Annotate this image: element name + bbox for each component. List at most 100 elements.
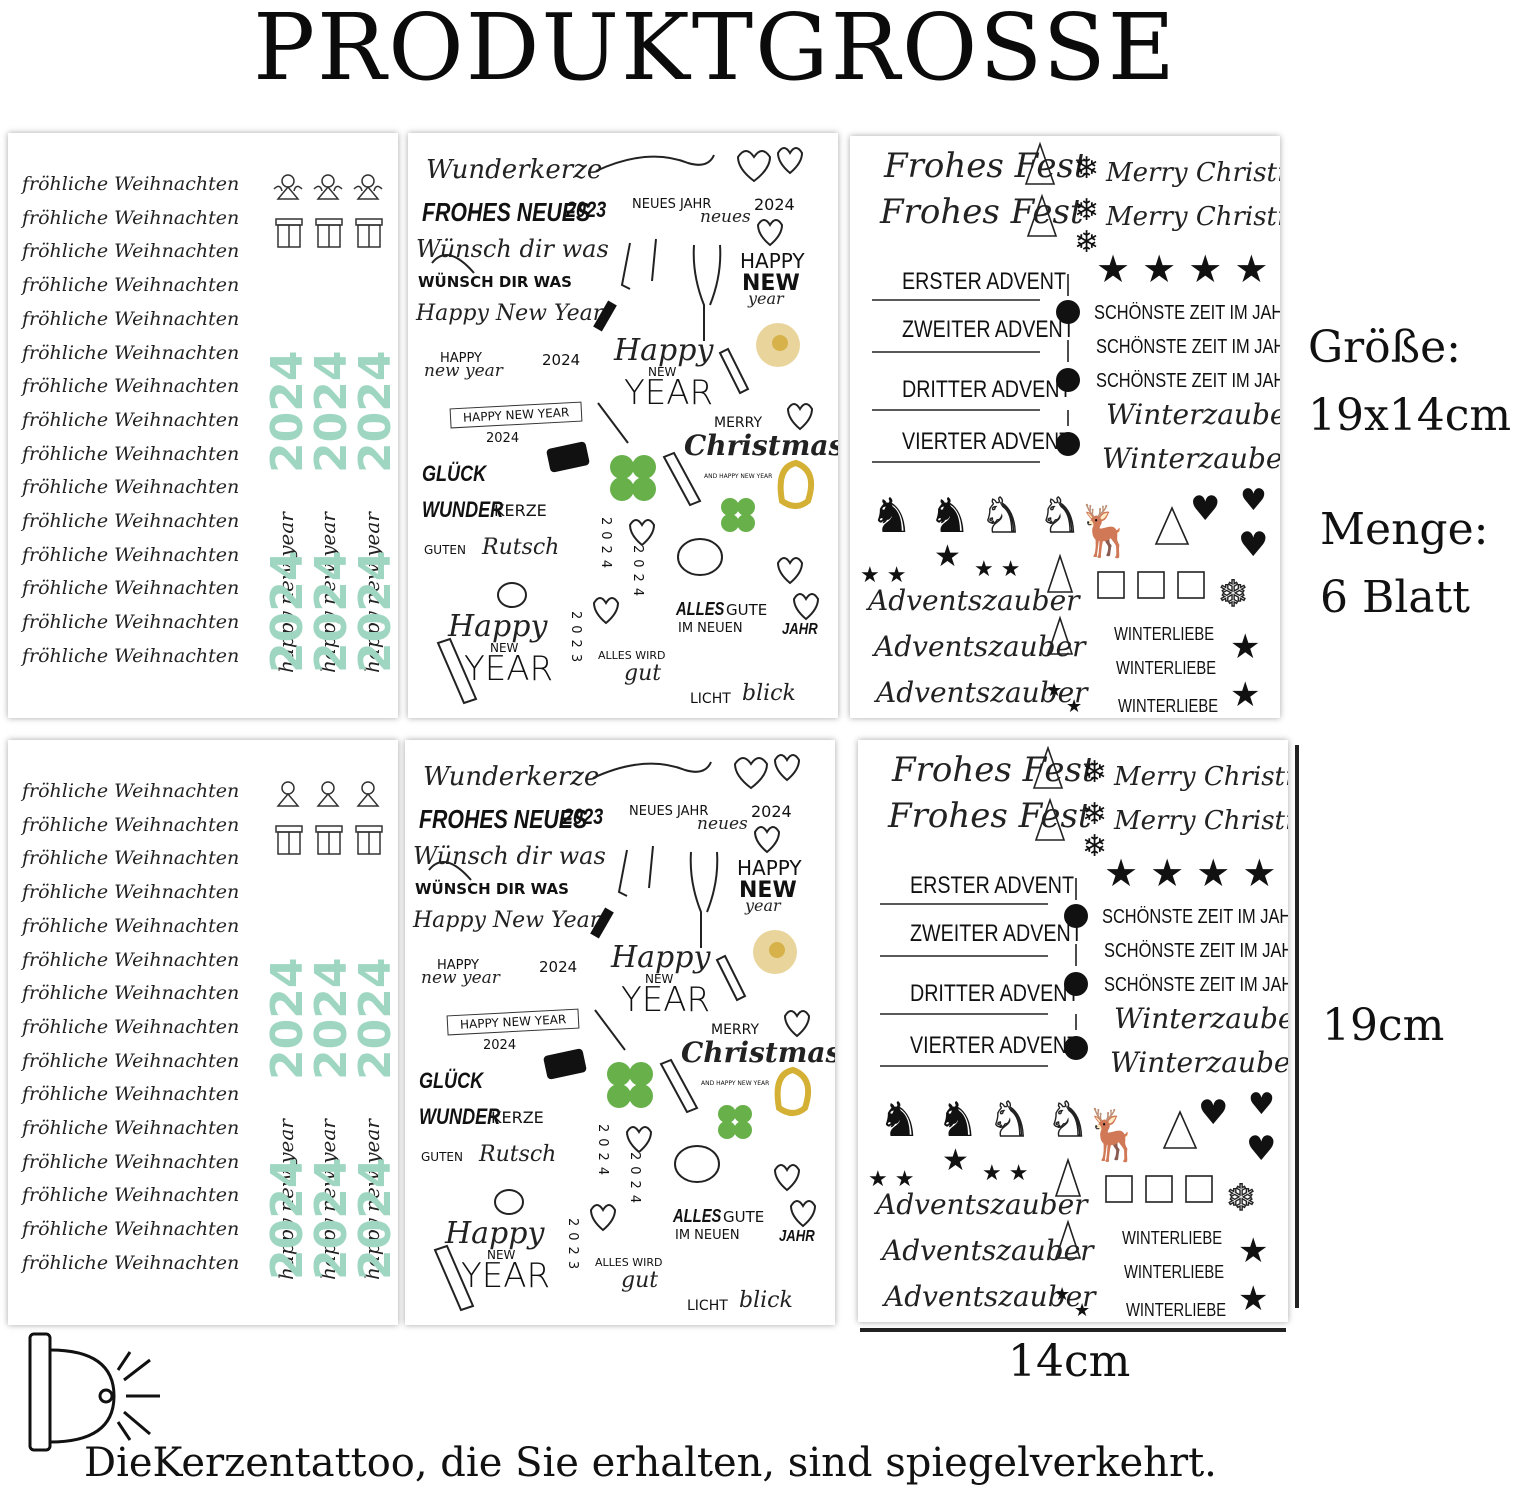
year-2024-b: 2024 xyxy=(539,958,578,976)
neues-jahr: NEUES JAHR xyxy=(629,804,709,819)
svg-text:★: ★ xyxy=(1230,675,1260,715)
kerze: KERZE xyxy=(491,1108,544,1127)
svg-text:❄: ❄ xyxy=(1218,574,1248,615)
happy-label: HAPPY xyxy=(737,856,802,880)
gut: gut xyxy=(624,661,662,686)
jahr: JAHR xyxy=(779,1228,815,1245)
winterliebe: WINTERLIEBE xyxy=(1114,624,1215,644)
sticker-line: fröhliche Weihnachten xyxy=(22,476,240,499)
sticker-line: fröhliche Weihnachten xyxy=(22,1015,240,1038)
year-2024-b: 2024 xyxy=(542,351,581,369)
sticker-line: fröhliche Weihnachten xyxy=(22,206,240,229)
svg-text:★ ★: ★ ★ xyxy=(982,1161,1028,1186)
guten: GUTEN xyxy=(424,543,466,557)
size-value: 19x14cm xyxy=(1308,390,1512,441)
svg-text:★ ★ ★ ★: ★ ★ ★ ★ xyxy=(1104,851,1277,895)
sticker-line: fröhliche Weihnachten xyxy=(22,644,240,667)
sticker-line: fröhliche Weihnachten xyxy=(22,813,240,836)
winterliebe: WINTERLIEBE xyxy=(1118,696,1219,716)
merry-christmas: Merry Christmas xyxy=(1114,762,1288,792)
alles: ALLES xyxy=(673,1206,722,1226)
schoenste-zeit: SCHÖNSTE ZEIT IM JAHR xyxy=(1096,370,1280,392)
christmas: Christmas xyxy=(681,1036,835,1069)
im-neuen: IM NEUEN xyxy=(678,621,743,636)
schoenste-zeit: SCHÖNSTE ZEIT IM JAHR xyxy=(1094,302,1280,324)
sticker-line: fröhliche Weihnachten xyxy=(22,1117,240,1139)
svg-text:★: ★ xyxy=(1066,696,1082,717)
rutsch: Rutsch xyxy=(482,535,560,560)
year-2024-c: 2024 xyxy=(486,431,520,446)
wunsch-dir-was-script: Wünsch dir was xyxy=(413,842,606,870)
happy-small: HAPPY xyxy=(437,958,480,973)
sticker-line: fröhliche Weihnachten xyxy=(22,442,240,465)
advent-label: ERSTER ADVENT xyxy=(902,268,1067,295)
page-title: PRODUKTGROSSE xyxy=(253,0,1177,101)
happy-new-year-script: Happy New Year! xyxy=(413,908,610,933)
sticker-line: fröhliche Weihnachten xyxy=(22,543,240,566)
sticker-line: fröhliche Weihnachten xyxy=(22,1251,240,1274)
advent-label: VIERTER ADVENT xyxy=(910,1032,1080,1059)
vertical-2024: 2024 xyxy=(630,545,645,603)
vertical-2024: 2024 xyxy=(598,517,613,575)
merry-christmas: Merry Christmas xyxy=(1114,806,1288,836)
mirror-light-icon xyxy=(28,1332,160,1452)
new-caps-2: NEW xyxy=(490,641,519,655)
alles-wird: ALLES WIRD xyxy=(598,649,666,662)
frohes-fest: Frohes Fest xyxy=(884,146,1088,186)
frohes-fest: Frohes Fest xyxy=(880,192,1084,232)
winterliebe: WINTERLIEBE xyxy=(1124,1262,1225,1282)
guten: GUTEN xyxy=(421,1150,463,1164)
width-dimension: 14cm xyxy=(1008,1336,1131,1387)
winterzauber: Winterzauber xyxy=(1114,1002,1288,1035)
adventszauber: Adventszauber xyxy=(884,1280,1096,1313)
svg-text:★: ★ xyxy=(1238,1231,1268,1271)
happy-label: HAPPY xyxy=(740,249,805,273)
year-2023: 2023 xyxy=(563,804,604,829)
sticker-line: fröhliche Weihnachten xyxy=(22,408,240,431)
advent-label: DRITTER ADVENT xyxy=(902,376,1072,403)
year-caps-2: YEAR xyxy=(461,1256,551,1296)
merry: MERRY xyxy=(711,1022,760,1038)
happy-script-2: Happy xyxy=(448,609,548,644)
schoenste-zeit: SCHÖNSTE ZEIT IM JAHR xyxy=(1104,974,1288,996)
frohes-neues: FROHES NEUES xyxy=(419,804,588,834)
svg-text:❄: ❄ xyxy=(1074,193,1099,228)
winterliebe: WINTERLIEBE xyxy=(1122,1228,1223,1248)
new-caps: NEW xyxy=(648,365,677,379)
vertical-2024: 2024 xyxy=(595,1124,610,1182)
neues-script: neues xyxy=(700,207,751,227)
christmas: Christmas xyxy=(684,429,838,462)
sheet-fröhliche-weihnachten-2: fröhliche Weihnachten fröhliche Weihnacht… xyxy=(8,740,398,1325)
rutsch: Rutsch xyxy=(479,1142,557,1167)
svg-text:♞ ♞: ♞ ♞ xyxy=(878,1092,979,1148)
advent-label: ZWEITER ADVENT xyxy=(902,316,1075,343)
schoenste-zeit: SCHÖNSTE ZEIT IM JAHR xyxy=(1104,940,1288,962)
year-2024: 2024 xyxy=(751,802,792,821)
new-caps-2: NEW xyxy=(487,1248,516,1262)
svg-text:♥: ♥ xyxy=(1190,489,1220,529)
svg-text:♞ ♞: ♞ ♞ xyxy=(870,488,971,544)
angel-gift-icons xyxy=(273,174,383,248)
adventszauber: Adventszauber xyxy=(876,1188,1088,1221)
svg-text:♞ ♞: ♞ ♞ xyxy=(980,488,1081,544)
sticker-line: fröhliche Weihnachten xyxy=(22,1218,240,1241)
svg-text:★: ★ xyxy=(1230,627,1260,667)
year-2024: 2024 xyxy=(350,550,398,673)
year-caps: YEAR xyxy=(621,980,711,1020)
happy-script: Happy xyxy=(614,333,714,368)
glueck: GLÜCK xyxy=(422,461,487,486)
quantity-label: Menge: xyxy=(1320,504,1489,555)
new-year-decorations xyxy=(428,754,817,1312)
svg-text:★: ★ xyxy=(1046,680,1062,701)
advent-decorations: ❄❄❄ ★ ★ ★ ★ ♞ ♞ ♥♥♥ 🦌 ★ ★ ★★ ★ ★★ ★★ ♞ ♞… xyxy=(868,745,1277,1321)
year-caps: YEAR xyxy=(624,373,714,413)
svg-text:★ ★ ★ ★: ★ ★ ★ ★ xyxy=(1096,247,1269,291)
svg-text:★: ★ xyxy=(1238,1279,1268,1319)
svg-text:❄: ❄ xyxy=(1082,755,1107,790)
year-2023: 2023 xyxy=(566,197,607,222)
wunsch-dir-was: WÜNSCH DIR WAS xyxy=(418,273,572,291)
and-happy-new-year: AND HAPPY NEW YEAR xyxy=(704,473,773,480)
advent-label: ZWEITER ADVENT xyxy=(910,920,1083,947)
year-2024: 2024 xyxy=(350,1157,398,1280)
